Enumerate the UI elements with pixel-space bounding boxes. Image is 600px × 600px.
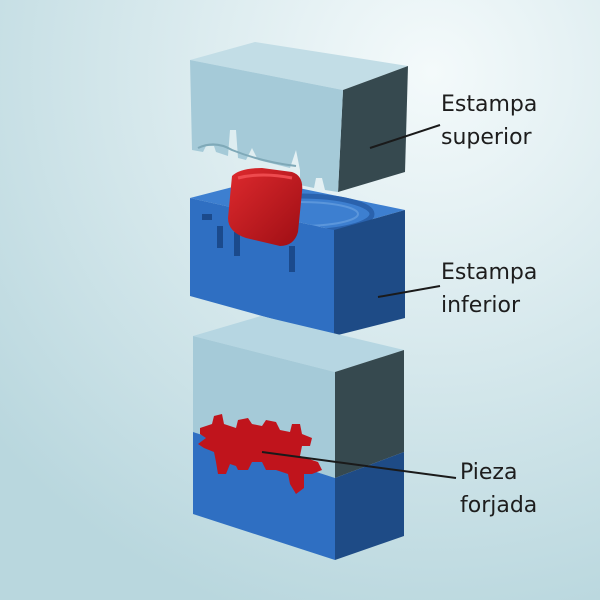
leader-line-lower-die xyxy=(377,285,441,298)
upper-die-cavity xyxy=(197,143,297,167)
leader-line-forged-part xyxy=(261,451,457,479)
upper-die-top-face xyxy=(190,42,408,90)
lower-die-slot xyxy=(202,214,212,220)
label-forged-part-line1: Pieza xyxy=(460,460,518,485)
upper-die-front-face xyxy=(190,60,343,192)
label-upper-die-line2: superior xyxy=(441,125,532,150)
lower-die-slot xyxy=(234,232,240,256)
section-block-side-upper xyxy=(335,350,404,478)
forged-part-section xyxy=(198,414,322,494)
section-block-top-face xyxy=(193,316,404,372)
upper-die-side-face xyxy=(338,66,408,192)
lower-die-side-face xyxy=(334,210,405,336)
lower-die-slot xyxy=(217,226,223,248)
label-forged-part: Pieza forjada xyxy=(460,456,537,522)
section-block-side-lower xyxy=(335,452,404,560)
label-lower-die-line2: inferior xyxy=(441,293,520,318)
label-lower-die-line1: Estampa xyxy=(441,260,538,285)
billet-highlight xyxy=(237,173,293,180)
label-upper-die-line1: Estampa xyxy=(441,92,538,117)
leader-line-upper-die xyxy=(369,124,441,149)
lower-die-front-face xyxy=(190,198,334,336)
lower-die-slot xyxy=(289,246,295,272)
label-upper-die: Estampa superior xyxy=(441,88,537,154)
label-lower-die: Estampa inferior xyxy=(441,256,537,322)
upper-die xyxy=(190,42,408,192)
billet-body xyxy=(228,168,303,246)
billet xyxy=(228,168,303,246)
label-forged-part-line2: forjada xyxy=(460,493,538,518)
